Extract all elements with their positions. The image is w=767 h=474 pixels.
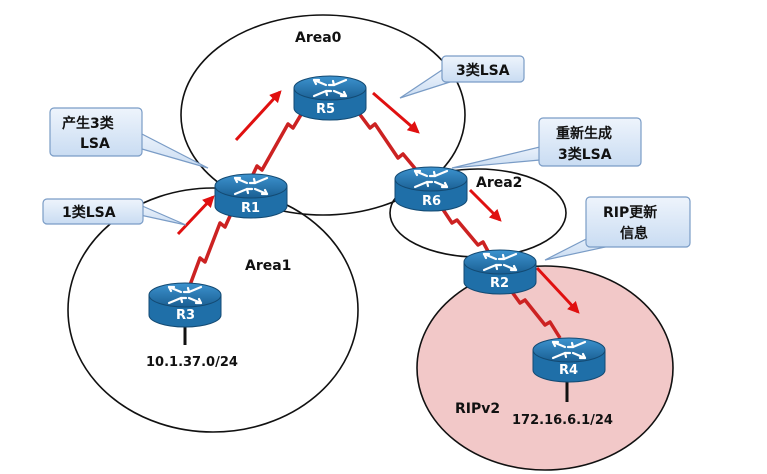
r3-network-label: 10.1.37.0/24 [146,355,238,370]
router-r4-icon [532,337,606,383]
r4-network-label: 172.16.6.1/24 [512,413,613,428]
link-r2-r4 [505,283,562,339]
router-r3-icon [148,282,222,328]
callout-rip-line1: RIP更新 [603,204,657,221]
area0-boundary [180,14,466,216]
router-r4-label: R4 [559,363,578,378]
lsa-arrows [176,90,580,314]
links [188,106,562,339]
callout-generate-lsa3-line1: 产生3类 [62,115,115,132]
router-r5-icon [293,75,367,121]
link-r1-r3 [188,204,237,286]
callout-regenerate-line1: 重新生成 [556,125,612,142]
callout-lsa1: 1类LSA [42,198,187,226]
arrow-r2-to-r4 [535,266,580,314]
ripv2-label: RIPv2 [455,401,500,417]
arrow-r6-to-r2 [468,188,502,222]
callout-lsa3-top: 3类LSA [399,55,525,99]
router-r5-label: R5 [316,102,335,117]
router-r3-label: R3 [176,308,195,323]
callout-rip-line2: 信息 [620,225,648,242]
router-r1-label: R1 [241,201,260,216]
area1-label: Area1 [245,258,291,274]
link-r5-r1 [246,107,307,186]
area0-label: Area0 [295,30,342,46]
arrow-r5-to-r6 [372,91,420,134]
callout-lsa1-text: 1类LSA [62,204,116,221]
callout-lsa3-text: 3类LSA [456,62,510,79]
arrow-r3-to-r1 [176,195,215,236]
callout-regenerate-line2: 3类LSA [558,146,612,163]
link-r5-r6 [353,106,420,174]
callout-generate-lsa3: 产生3类 LSA [49,107,209,169]
router-r6-label: R6 [422,194,441,209]
router-r2-icon [463,249,537,295]
router-r1-icon [214,173,288,219]
link-r6-r2 [438,204,492,256]
router-r2-label: R2 [490,276,509,291]
area2-label: Area2 [476,175,522,191]
callout-regenerate-lsa3: 重新生成 3类LSA [451,117,642,169]
callout-rip-update: RIP更新 信息 [544,196,691,261]
area1-boundary [67,187,359,433]
router-r6-icon [394,166,468,212]
arrow-r1-to-r5 [234,90,282,142]
callout-generate-lsa3-line2: LSA [80,136,110,152]
